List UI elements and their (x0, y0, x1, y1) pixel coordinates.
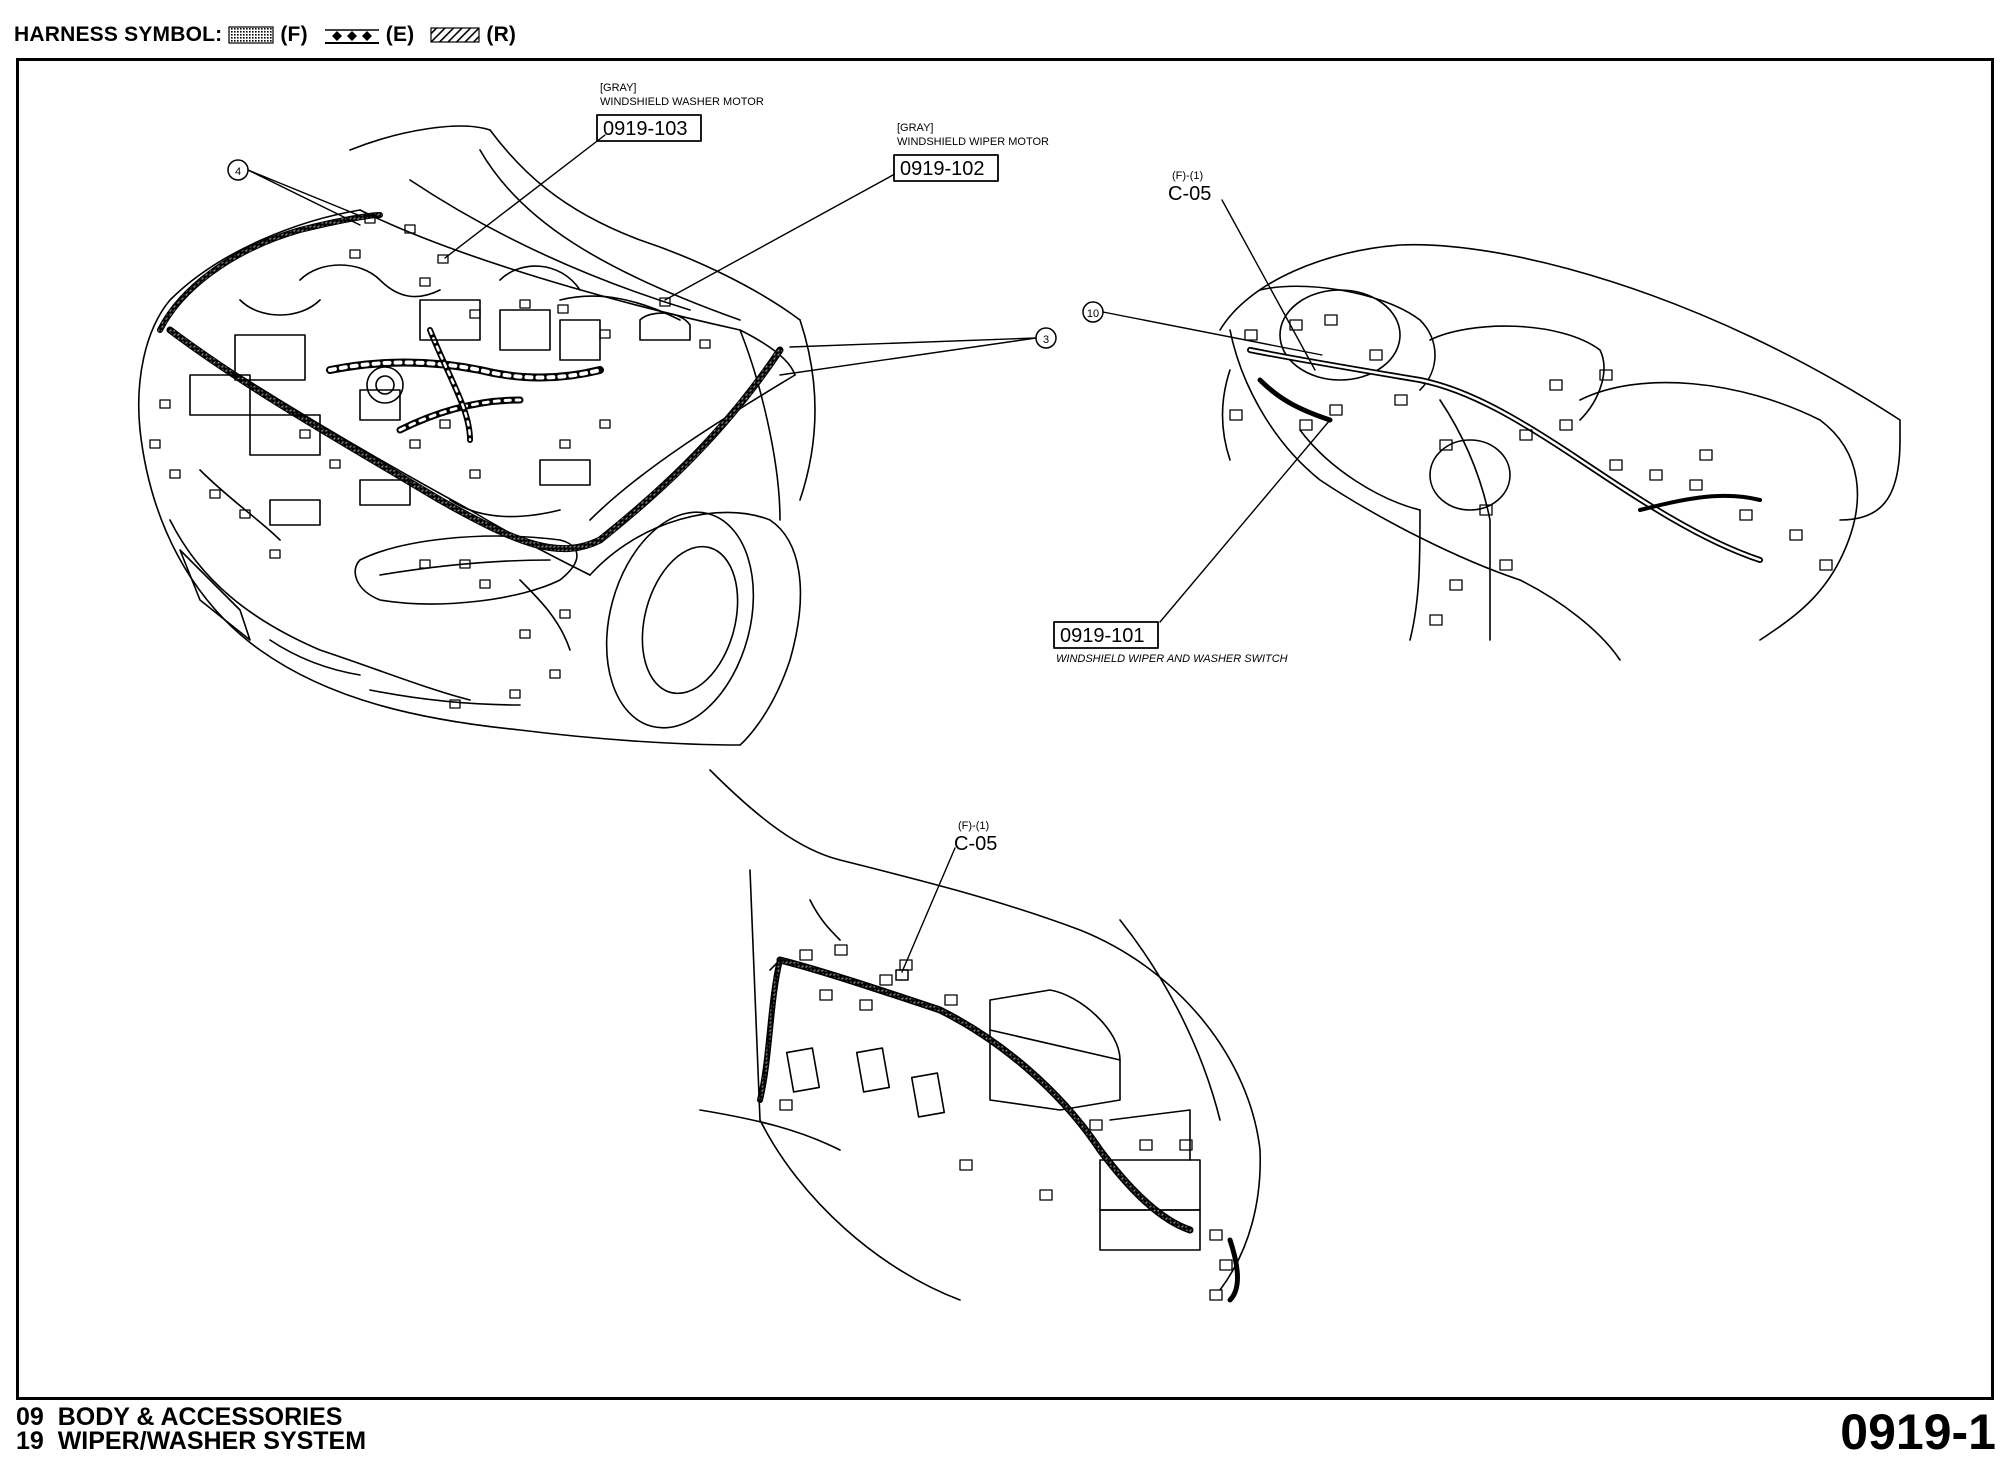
dotted-grid-symbol-icon (228, 26, 274, 44)
connector-lower-code: C-05 (954, 833, 997, 855)
wiper-switch-code-box (1053, 621, 1159, 649)
wiper-motor-code: 0919-102 (900, 158, 985, 180)
wiper-switch-code: 0919-101 (1060, 625, 1145, 647)
front-car-view (137, 125, 816, 746)
circle-callout-4: 4 (227, 159, 249, 181)
legend-code-r: (R) (486, 23, 517, 46)
connector-upper-code: C-05 (1168, 183, 1211, 205)
svg-text:10: 10 (1087, 308, 1099, 320)
wiper-motor-code-box (893, 154, 999, 182)
circle-callout-3: 3 (1035, 327, 1057, 349)
wiper-motor-shape (639, 312, 691, 341)
diamond-chain-symbol-icon (324, 29, 379, 44)
legend-code-f: (F) (280, 23, 308, 46)
wiper-motor-name: WINDSHIELD WIPER MOTOR (897, 136, 1049, 148)
svg-text:3: 3 (1043, 334, 1049, 346)
washer-motor-code-box (596, 114, 702, 142)
dashboard-view (1219, 243, 1901, 661)
page-number: 0919-1 (1840, 1404, 1996, 1460)
wiper-switch-name: WINDSHIELD WIPER AND WASHER SWITCH (1056, 653, 1288, 665)
section-title: 09 BODY & ACCESSORIES 19 WIPER/WASHER SY… (16, 1403, 367, 1455)
connector-upper-ref: (F)-(1) (1172, 170, 1203, 182)
washer-motor-name: WINDSHIELD WASHER MOTOR (600, 96, 764, 108)
washer-motor-code: 0919-103 (603, 118, 688, 140)
svg-text:4: 4 (235, 166, 241, 178)
section-line-2: 19 WIPER/WASHER SYSTEM (16, 1427, 367, 1455)
wiper-motor-color: [GRAY] (897, 122, 933, 134)
washer-motor-color: [GRAY] (600, 82, 636, 94)
harness-symbol-legend: HARNESS SYMBOL: (F) (E) (R) (14, 20, 526, 50)
diagonal-hatch-symbol-icon (430, 27, 480, 43)
diagram-frame (16, 58, 1994, 1400)
lower-interior-view (699, 769, 1262, 1303)
connector-lower-ref: (F)-(1) (958, 820, 989, 832)
leader-lines (247, 134, 1331, 973)
circle-callout-10: 10 (1082, 301, 1104, 323)
legend-label: HARNESS SYMBOL: (14, 23, 223, 46)
section-line-1: 09 BODY & ACCESSORIES (16, 1403, 343, 1431)
legend-code-e: (E) (385, 23, 415, 46)
